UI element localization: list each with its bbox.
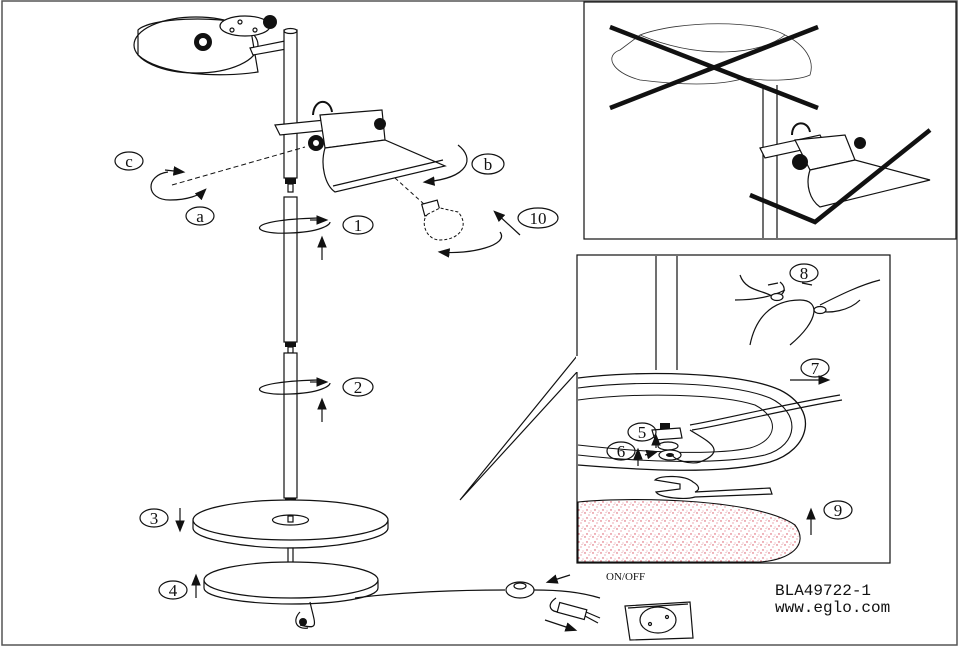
step-1-text: 1 xyxy=(354,216,363,235)
hands-icon xyxy=(734,274,881,346)
on-off-label: ON/OFF xyxy=(606,571,645,583)
knob-icon xyxy=(194,33,212,51)
label-c-text: c xyxy=(125,152,133,171)
step-label-8: 8 xyxy=(789,263,819,283)
step-8-text: 8 xyxy=(800,264,809,283)
product-code: BLA49722-1 xyxy=(775,582,871,600)
light-bulb-icon xyxy=(420,199,464,241)
step-label-9: 9 xyxy=(823,500,853,520)
step-label-5: 5 xyxy=(627,422,657,442)
diffuser-disc xyxy=(577,498,801,563)
base-bottom-plate xyxy=(203,561,379,605)
step-label-2: 2 xyxy=(342,377,374,397)
pole-segment-lower xyxy=(283,352,298,499)
step-label-10: 10 xyxy=(517,207,559,229)
floor-lamp-exploded xyxy=(133,15,694,641)
check-mark-icon xyxy=(749,128,932,225)
knob-icon xyxy=(263,15,277,29)
base-top-plate xyxy=(192,499,389,549)
step-7-text: 7 xyxy=(811,359,820,378)
knob-icon xyxy=(374,118,386,130)
step-3-text: 3 xyxy=(150,509,159,528)
step-label-b: b xyxy=(471,153,505,175)
top-shade xyxy=(133,15,293,76)
step-5-text: 5 xyxy=(638,423,647,442)
fabric-shade xyxy=(611,23,812,85)
middle-shade xyxy=(274,100,447,193)
wrench-icon xyxy=(653,475,773,499)
step-4-text: 4 xyxy=(169,581,178,600)
step-label-3: 3 xyxy=(139,508,169,528)
website-link[interactable]: www.eglo.com xyxy=(775,599,890,617)
step-label-a: a xyxy=(185,206,215,226)
label-b-text: b xyxy=(484,155,493,174)
step-9-text: 9 xyxy=(834,501,843,520)
step-label-4: 4 xyxy=(158,580,188,600)
step-6-text: 6 xyxy=(617,442,626,461)
warning-panel xyxy=(583,1,957,240)
foot-switch xyxy=(505,581,535,599)
step-label-7: 7 xyxy=(800,358,830,378)
pole-segment-top xyxy=(283,29,298,179)
detail-panel: 8 7 5 6 xyxy=(459,254,891,564)
label-a-text: a xyxy=(196,207,204,226)
step-2-text: 2 xyxy=(354,378,363,397)
step-label-c: c xyxy=(114,151,144,171)
step-label-1: 1 xyxy=(342,215,374,235)
plug-icon xyxy=(549,597,601,624)
wall-socket-icon xyxy=(624,601,694,641)
knob-icon xyxy=(854,137,866,149)
knob-icon xyxy=(308,135,324,151)
step-10-text: 10 xyxy=(530,209,547,228)
knob-icon xyxy=(792,154,808,170)
